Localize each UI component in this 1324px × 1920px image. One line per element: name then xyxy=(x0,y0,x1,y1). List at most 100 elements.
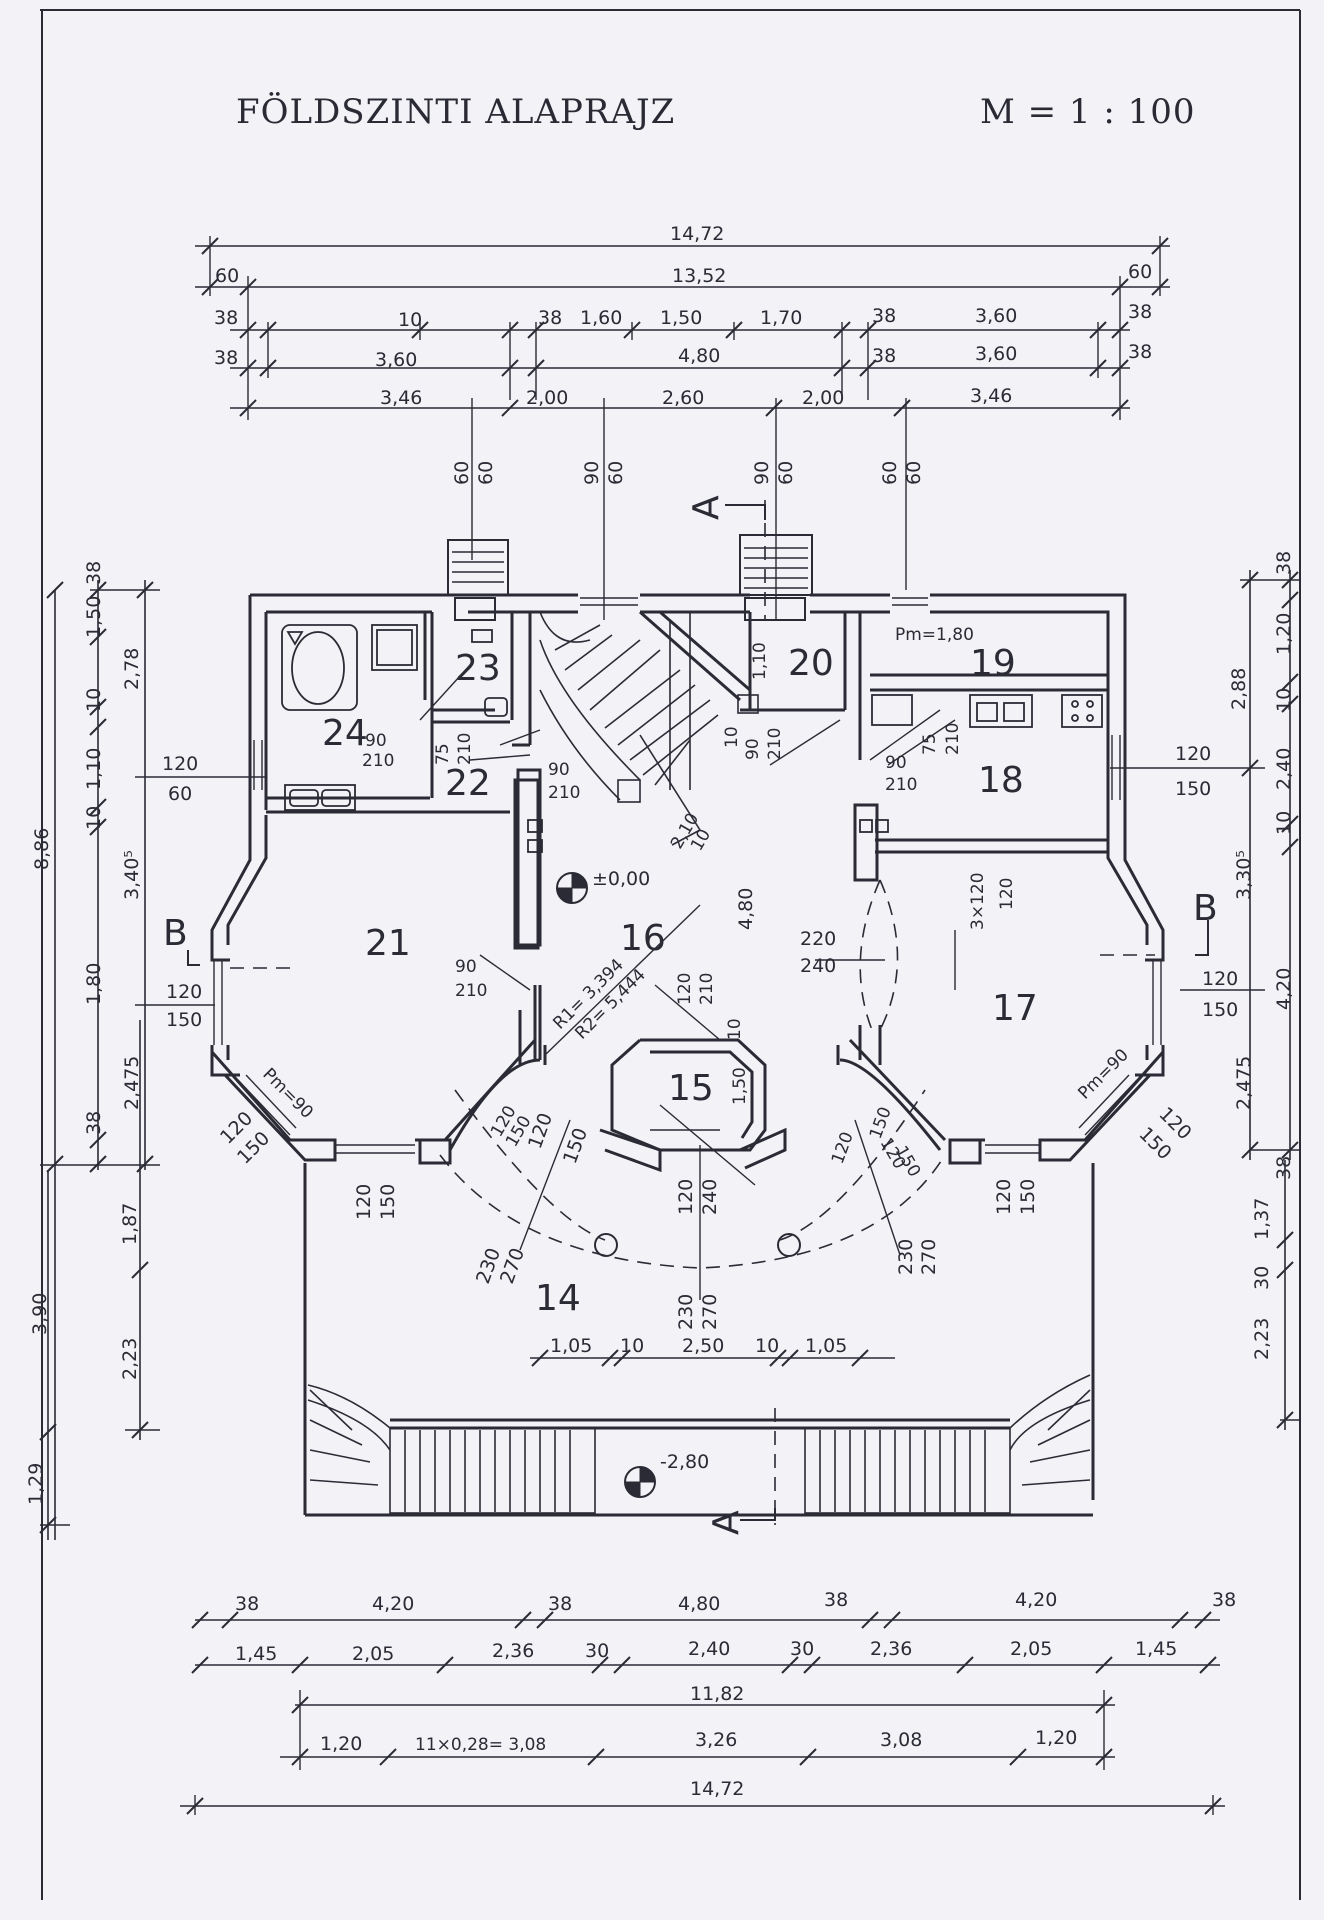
window-14-h: 240 xyxy=(699,1179,721,1215)
door-18b-w: 75 xyxy=(920,733,940,755)
dim-top-r3-5: 1,70 xyxy=(760,307,802,329)
dim-left-13: 120 xyxy=(166,981,202,1003)
dim-bot-r4-2: 3,26 xyxy=(695,1729,737,1751)
dim-top-r3-4: 1,50 xyxy=(660,307,702,329)
dim-bot-r1-2: 38 xyxy=(548,1593,572,1615)
section-a-bottom: A xyxy=(706,1510,747,1535)
level-label-basement: -2,80 xyxy=(660,1451,709,1473)
door-22b-h: 210 xyxy=(455,733,475,765)
dim-bot-r1-1: 4,20 xyxy=(372,1593,414,1615)
room-23: 23 xyxy=(455,648,501,689)
section-markers xyxy=(187,504,1209,1521)
room-24: 24 xyxy=(322,713,368,754)
dim-right-0: 38 xyxy=(1273,551,1295,575)
dim-right-5: 3,30⁵ xyxy=(1233,850,1255,900)
dim-top-total: 14,72 xyxy=(670,223,724,245)
section-b-left: B xyxy=(163,913,188,954)
door-20-h: 210 xyxy=(765,728,785,760)
dim-top-r3-7: 3,60 xyxy=(975,305,1017,327)
door-24-w: 90 xyxy=(365,731,387,751)
dim-top-r4-0: 38 xyxy=(214,347,238,369)
dim-top-r5-1: 2,00 xyxy=(526,387,568,409)
dim-right-9: 2,88 xyxy=(1228,668,1250,710)
door-21-h: 210 xyxy=(455,981,487,1001)
right-dimension-chains xyxy=(1110,570,1300,1430)
dim-left-15: 3,90 xyxy=(29,1293,51,1335)
dim-right-8: 38 xyxy=(1273,1156,1295,1180)
door-20-w: 90 xyxy=(743,738,763,760)
dim-right-3: 2,40 xyxy=(1273,748,1295,790)
dim-top-r5-2: 2,60 xyxy=(662,387,704,409)
dim-left-18: 1,29 xyxy=(25,1463,47,1505)
bottom-dimension-chains xyxy=(180,1611,1225,1815)
door-16a-w: 220 xyxy=(800,928,836,950)
drawing-title: FÖLDSZINTI ALAPRAJZ xyxy=(236,92,676,132)
section-a-top: A xyxy=(686,495,727,520)
dim-bot-r2-5: 30 xyxy=(790,1638,814,1660)
dim-left-12: 60 xyxy=(168,783,192,805)
dim-left-16: 1,87 xyxy=(119,1203,141,1245)
dim-left-17: 2,23 xyxy=(119,1338,141,1380)
dim-left-11: 120 xyxy=(162,753,198,775)
window-20: 1,10 xyxy=(750,642,770,680)
dim-bot-r1-4: 38 xyxy=(824,1589,848,1611)
dim-left-3: 10 xyxy=(83,688,105,712)
left-dimension-labels: 8,86 38 1,50 10 1,10 10 3,40⁵ 1,80 2,475… xyxy=(25,561,202,1505)
dim-bot-r4-0: 1,20 xyxy=(320,1733,362,1755)
dim-top-r4-2: 4,80 xyxy=(678,345,720,367)
dim-left-7: 1,80 xyxy=(83,963,105,1005)
dim-left-8: 2,475 xyxy=(121,1056,143,1110)
door-15-h: 210 xyxy=(697,973,717,1005)
dim-bot-r2-3: 30 xyxy=(585,1640,609,1662)
windows xyxy=(213,597,1162,1154)
dashed-arcs xyxy=(230,500,1155,1525)
dim-bot-r4-3: 3,08 xyxy=(880,1729,922,1751)
door-14c-h: 270 xyxy=(918,1239,940,1275)
door-18b-h: 210 xyxy=(943,723,963,755)
room-15: 15 xyxy=(668,1068,714,1109)
window-16x-h: 150 xyxy=(559,1125,592,1167)
dim-mid-3: 10 xyxy=(755,1335,779,1357)
door-22b-w: 75 xyxy=(433,743,453,765)
dim-left-4: 1,10 xyxy=(83,748,105,790)
dim-right-7: 2,475 xyxy=(1233,1056,1255,1110)
door-22-w: 90 xyxy=(548,760,570,780)
dim-bot-r1-5: 4,20 xyxy=(1015,1589,1057,1611)
dim-mid-2: 2,50 xyxy=(682,1335,724,1357)
dim-top-r5-4: 3,46 xyxy=(970,385,1012,407)
dim-bot-r2-7: 2,05 xyxy=(1010,1638,1052,1660)
door-18-h: 210 xyxy=(885,775,917,795)
window-14-w: 120 xyxy=(675,1179,697,1215)
room-20: 20 xyxy=(788,643,834,684)
door-15-w: 120 xyxy=(675,973,695,1005)
door-14c-w: 230 xyxy=(895,1239,917,1275)
dim-vert-1: 60 xyxy=(475,461,497,485)
dim-vert-4: 90 xyxy=(751,461,773,485)
dim-top-r4-3: 38 xyxy=(872,345,896,367)
dim-vert-6: 60 xyxy=(879,461,901,485)
dim-right-6: 4,20 xyxy=(1273,968,1295,1010)
dim-bot-r2-2: 2,36 xyxy=(492,1640,534,1662)
bay-15 xyxy=(599,1038,787,1173)
level-label-ground: ±0,00 xyxy=(592,868,650,890)
top-dimension-labels: 14,72 60 13,52 60 38 10 38 1,60 1,50 1,7… xyxy=(214,223,1152,485)
dim-vert-3: 60 xyxy=(605,461,627,485)
dim-right-11: 150 xyxy=(1175,778,1211,800)
dim-bot-r1-0: 38 xyxy=(235,1593,259,1615)
dim-bot-r3-0: 11,82 xyxy=(690,1683,744,1705)
dim-bot-r2-4: 2,40 xyxy=(688,1638,730,1660)
dim-bot-r2-8: 1,45 xyxy=(1135,1638,1177,1660)
bay-15-dim-1-50: 1,50 xyxy=(730,1067,750,1105)
dim-top-r3-2: 38 xyxy=(538,307,562,329)
dim-left-1: 38 xyxy=(83,561,105,585)
dim-top-r2-1: 13,52 xyxy=(672,265,726,287)
dim-hall-4-80: 4,80 xyxy=(735,888,757,930)
level-marker-upper xyxy=(556,872,588,904)
dim-bot-r2-6: 2,36 xyxy=(870,1638,912,1660)
window-s2-w: 120 xyxy=(353,1184,375,1220)
right-dimension-labels: 38 1,20 10 2,40 10 3,30⁵ 4,20 2,475 38 2… xyxy=(1175,551,1295,1360)
door-22-h: 210 xyxy=(548,783,580,803)
window-s2-h: 150 xyxy=(377,1184,399,1220)
room-14: 14 xyxy=(535,1278,581,1319)
